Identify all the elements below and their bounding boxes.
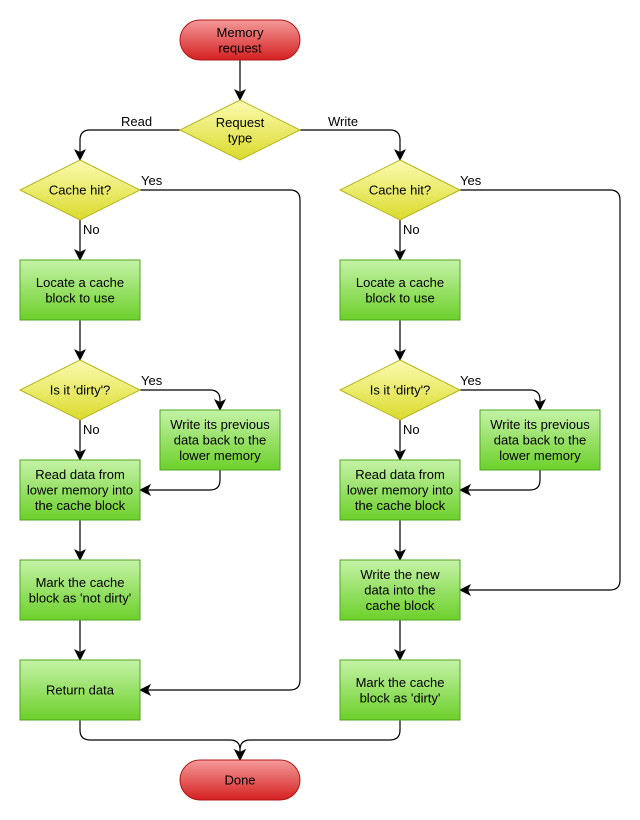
node-label: lower memory [179,448,261,463]
node-label: Mark the cache [36,575,125,590]
process-shape [19,259,141,321]
process-shape [479,409,601,471]
edge-label-r-hit-no: No [83,222,100,237]
node-label: Read data from [35,467,125,482]
edge-label-r-dirty-yes: Yes [141,373,163,388]
r-writeback-to-read-arrow [139,470,221,496]
node-label: the cache block [35,498,126,513]
node-label: Mark the cache [356,675,445,690]
node-label: data back to the [494,433,587,448]
edge-label-write: Write [328,114,358,129]
process-shape [339,659,461,721]
w-cache-hit-node: Cache hit? [338,159,462,221]
process-shape [19,559,141,621]
edge-label-w-hit-no: No [403,222,420,237]
r-cache-hit-node: Cache hit? [18,159,142,221]
r-return-to-done-arrow [79,720,246,761]
terminal-shape [179,759,301,801]
node-label: Cache hit? [49,183,111,198]
node-label: data back to the [174,433,267,448]
r-dirty-yes-arrow [140,389,226,411]
process-shape [339,259,461,321]
process-shape [19,659,141,721]
node-label: the cache block [355,498,446,513]
node-label: block to use [365,290,434,305]
node-label: data into the [364,583,436,598]
node-label: Is it 'dirty'? [50,383,111,398]
w-dirty-yes-arrow [460,389,546,411]
w-writeback-to-read-arrow [459,470,541,496]
process-shape [339,459,461,521]
read-branch-arrow [74,129,180,161]
node-label: Locate a cache [36,275,124,290]
node-label: Return data [46,683,115,698]
done-node: Done [179,759,301,801]
r-return-node: Return data [19,659,141,721]
node-label: Done [224,773,255,788]
node-label: Write the new [360,567,440,582]
node-label: Request [216,115,265,130]
decision-shape [178,99,302,161]
node-label: type [228,130,253,145]
terminal-shape [179,19,301,61]
node-label: lower memory [499,448,581,463]
decision-shape [338,159,462,221]
node-label: request [218,40,262,55]
process-shape [19,459,141,521]
node-label: lower memory into [347,483,453,498]
node-label: lower memory into [27,483,133,498]
w-dirty-node: Is it 'dirty'? [338,359,462,421]
r-dirty-node: Is it 'dirty'? [18,359,142,421]
node-label: block as 'not dirty' [29,590,132,605]
edge-label-w-dirty-no: No [403,422,420,437]
node-label: Write its previous [490,417,590,432]
process-shape [159,409,281,471]
decision-shape [338,359,462,421]
node-label: Cache hit? [369,183,431,198]
edge-label-r-dirty-no: No [83,422,100,437]
decision-shape [18,359,142,421]
edge-label-r-hit-yes: Yes [141,173,163,188]
node-label: block as 'dirty' [360,690,441,705]
edge-label-w-dirty-yes: Yes [460,373,482,388]
node-label: Read data from [355,467,445,482]
w-mark-to-done-arrow [234,720,401,761]
node-label: block to use [45,290,114,305]
write-branch-arrow [300,129,406,161]
process-shape [339,559,461,621]
w-hit-yes-arrow [459,189,621,596]
edge-label-read: Read [121,114,152,129]
node-label: Memory [217,25,264,40]
node-label: Locate a cache [356,275,444,290]
decision-shape [18,159,142,221]
r-hit-yes-arrow [139,189,301,696]
node-label: Is it 'dirty'? [370,383,431,398]
node-label: cache block [366,598,435,613]
node-label: Write its previous [170,417,270,432]
edge-label-w-hit-yes: Yes [460,173,482,188]
